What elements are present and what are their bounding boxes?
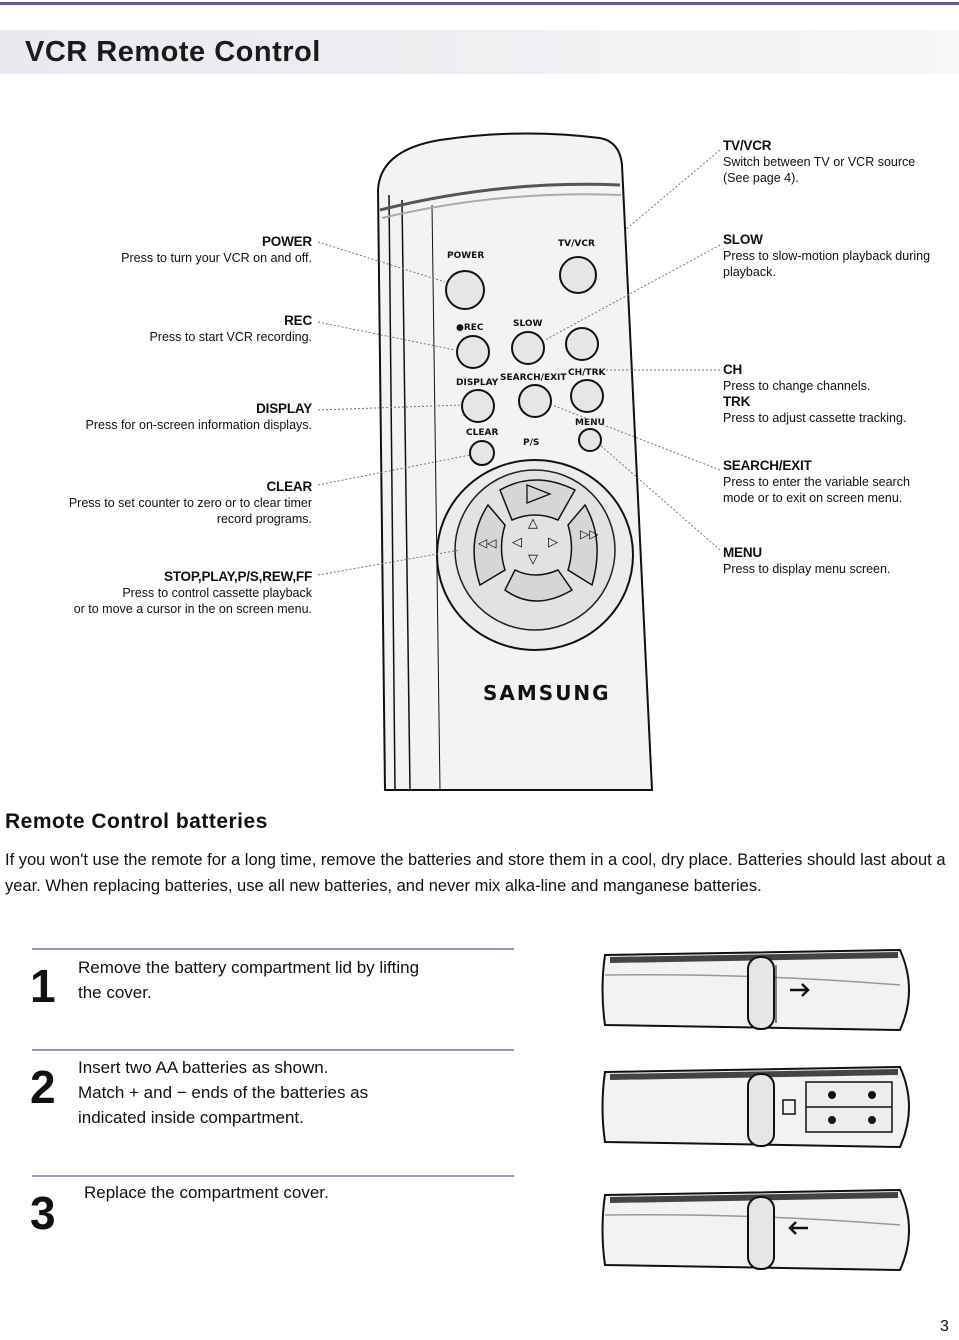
svg-text:▽: ▽ <box>528 552 538 567</box>
search-exit-button <box>518 384 552 418</box>
rec-label: ●REC <box>456 323 484 333</box>
callout-display: DISPLAY Press for on-screen information … <box>85 401 313 432</box>
callout-tvvcr: TV/VCR Switch between TV or VCR source (… <box>723 138 916 185</box>
step-1-rule <box>32 948 514 950</box>
section-title-batteries: Remote Control batteries <box>5 810 268 833</box>
menu-label: MENU <box>575 418 605 428</box>
slow-button <box>511 331 545 365</box>
step-3-number: 3 <box>30 1187 56 1239</box>
callout-ch-trk: CH Press to change channels. TRK Press t… <box>723 362 907 425</box>
step-3-rule <box>32 1175 514 1177</box>
callout-rec: REC Press to start VCR recording. <box>149 313 312 344</box>
callout-slow: SLOW Press to slow-motion playback durin… <box>723 232 931 279</box>
tvvcr-label: TV/VCR <box>558 239 595 249</box>
ch-trk-label: CH/TRK <box>568 368 606 378</box>
svg-text:◁◁: ◁◁ <box>477 536 496 550</box>
brand-logo: SAMSUNG <box>483 681 611 705</box>
page-title: VCR Remote Control <box>25 36 321 68</box>
stop-button <box>504 568 574 602</box>
svg-text:▷▷: ▷▷ <box>580 527 599 541</box>
step-3-text: Replace the compartment cover. <box>84 1183 329 1202</box>
step-1-text: Remove the battery compartment lid by li… <box>78 958 420 1002</box>
ch-up-button <box>565 327 599 361</box>
callout-clear: CLEAR Press to set counter to zero or to… <box>68 479 312 526</box>
ch-down-button <box>570 379 604 413</box>
play-button <box>499 479 577 521</box>
display-label: DISPLAY <box>456 378 499 388</box>
rec-button <box>456 335 490 369</box>
clear-label: CLEAR <box>466 428 498 438</box>
step-1-number: 1 <box>30 960 56 1012</box>
menu-button <box>578 428 602 452</box>
callout-power: POWER Press to turn your VCR on and off. <box>121 234 312 265</box>
rew-button <box>473 503 506 587</box>
slow-label: SLOW <box>513 319 543 329</box>
svg-text:▷: ▷ <box>548 535 558 550</box>
callout-menu: MENU Press to display menu screen. <box>723 545 891 576</box>
power-label: POWER <box>447 251 484 261</box>
ps-label: P/S <box>523 438 539 448</box>
page-number: 3 <box>940 1318 949 1335</box>
ff-button <box>567 503 598 587</box>
top-rule <box>0 2 959 5</box>
svg-text:◁: ◁ <box>512 535 522 550</box>
step-2-number: 2 <box>30 1061 56 1113</box>
battery-step-3-illustration <box>601 1188 910 1272</box>
title-band <box>0 30 959 74</box>
step-2-text: Insert two AA batteries as shown. Match … <box>78 1058 369 1127</box>
display-button <box>461 389 495 423</box>
search-exit-label: SEARCH/EXIT <box>500 373 567 383</box>
callout-search-exit: SEARCH/EXIT Press to enter the variable … <box>723 458 910 505</box>
svg-text:△: △ <box>528 516 538 531</box>
clear-button <box>469 440 495 466</box>
remote-illustration: ◁◁ ▷▷ △ ◁ ▷ ▽ POWER TV/VCR ●REC SLOW DIS… <box>317 132 721 791</box>
tvvcr-button <box>559 256 597 294</box>
callout-transport: STOP,PLAY,P/S,REW,FF Press to control ca… <box>73 569 313 616</box>
battery-step-2-illustration <box>601 1065 910 1149</box>
battery-step-1-illustration <box>601 948 910 1032</box>
step-2-rule <box>32 1049 514 1051</box>
power-button <box>445 270 485 310</box>
batteries-intro: If you won't use the remote for a long t… <box>5 851 946 895</box>
